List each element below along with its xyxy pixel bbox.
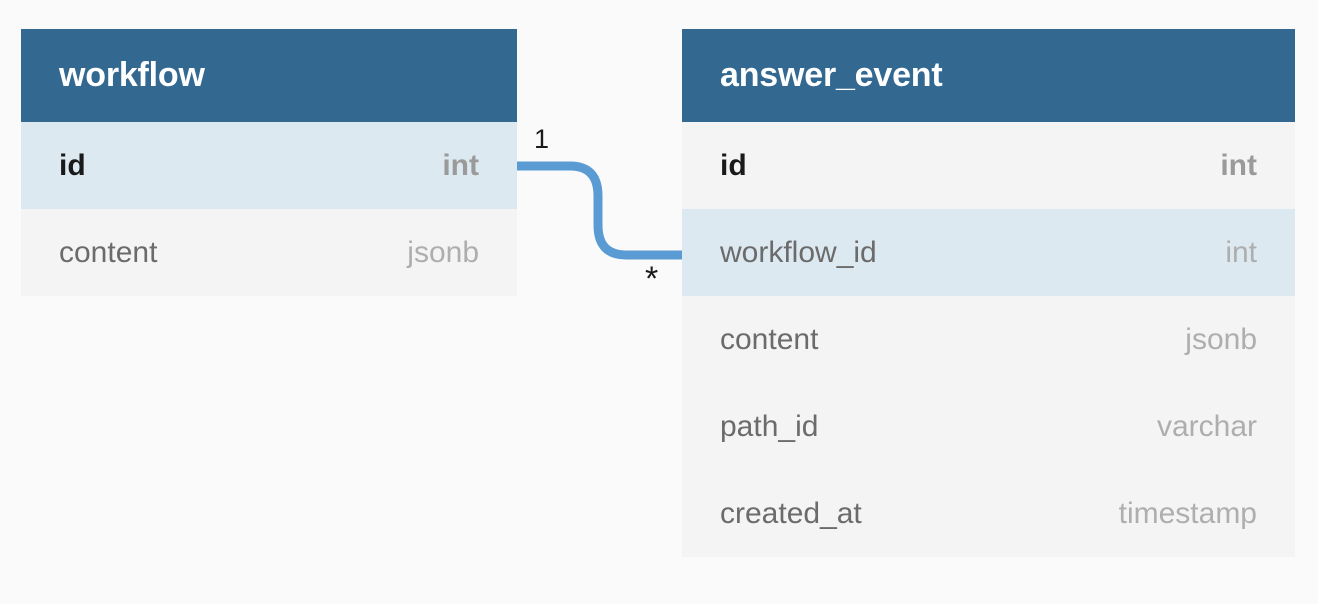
field-type-answer-event-workflow-id: int (1225, 235, 1257, 269)
field-type-workflow-content: jsonb (407, 235, 479, 269)
field-name-answer-event-id: id (720, 148, 747, 182)
field-name-answer-event-path-id: path_id (720, 409, 819, 443)
field-name-answer-event-created-at: created_at (720, 496, 862, 530)
field-name-workflow-content: content (59, 235, 158, 269)
field-type-answer-event-id: int (1220, 148, 1257, 182)
entity-table-answer-event[interactable]: answer_event id int workflow_id int cont… (682, 29, 1295, 557)
field-row-answer-event-id[interactable]: id int (682, 122, 1295, 209)
field-type-answer-event-path-id: varchar (1156, 409, 1257, 443)
field-row-workflow-id[interactable]: id int (21, 122, 517, 209)
entity-table-workflow[interactable]: workflow id int content jsonb (21, 29, 517, 296)
field-row-answer-event-created-at[interactable]: created_at timestamp (682, 470, 1295, 557)
cardinality-label-source: 1 (534, 124, 550, 154)
field-row-answer-event-path-id[interactable]: path_id varchar (682, 383, 1295, 470)
field-name-workflow-id: id (59, 148, 86, 182)
relationship-line-workflow-to-answer-event (513, 161, 686, 260)
field-type-answer-event-content: jsonb (1185, 322, 1257, 356)
cardinality-label-target: * (645, 260, 659, 298)
entity-title-answer-event: answer_event (682, 29, 1295, 122)
field-name-answer-event-workflow-id: workflow_id (720, 235, 877, 269)
field-name-answer-event-content: content (720, 322, 819, 356)
field-row-answer-event-workflow-id[interactable]: workflow_id int (682, 209, 1295, 296)
field-row-workflow-content[interactable]: content jsonb (21, 209, 517, 296)
field-type-workflow-id: int (442, 148, 479, 182)
field-type-answer-event-created-at: timestamp (1118, 496, 1257, 530)
entity-title-workflow: workflow (21, 29, 517, 122)
field-row-answer-event-content[interactable]: content jsonb (682, 296, 1295, 383)
